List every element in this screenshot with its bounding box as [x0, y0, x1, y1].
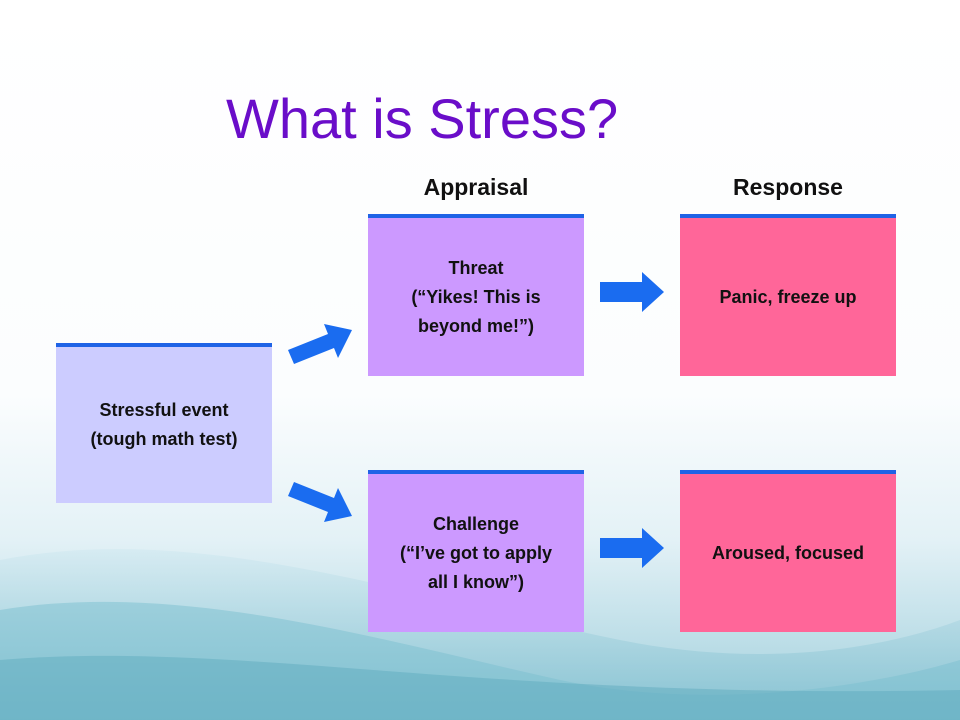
stressful-event-text: Stressful event (tough math test)	[90, 400, 238, 449]
appraisal-header: Appraisal	[423, 174, 529, 200]
page-title: What is Stress?	[226, 87, 619, 150]
aroused-box: Aroused, focused	[680, 470, 896, 632]
stressful-event-box: Stressful event (tough math test)	[56, 343, 272, 503]
arrow-down-right-icon	[288, 482, 352, 522]
challenge-box: Challenge (“I’ve got to apply all I know…	[368, 470, 584, 632]
response-header: Response	[733, 174, 843, 200]
arrow-right-icon	[600, 528, 664, 568]
arrow-right-icon	[600, 272, 664, 312]
arrow-up-right-icon	[288, 324, 352, 364]
panic-box: Panic, freeze up	[680, 214, 896, 376]
panic-text: Panic, freeze up	[719, 286, 857, 307]
threat-text: Threat (“Yikes! This is beyond me!”)	[411, 257, 541, 336]
challenge-text: Challenge (“I’ve got to apply all I know…	[399, 513, 552, 592]
threat-box: Threat (“Yikes! This is beyond me!”)	[368, 214, 584, 376]
aroused-text: Aroused, focused	[711, 542, 865, 563]
